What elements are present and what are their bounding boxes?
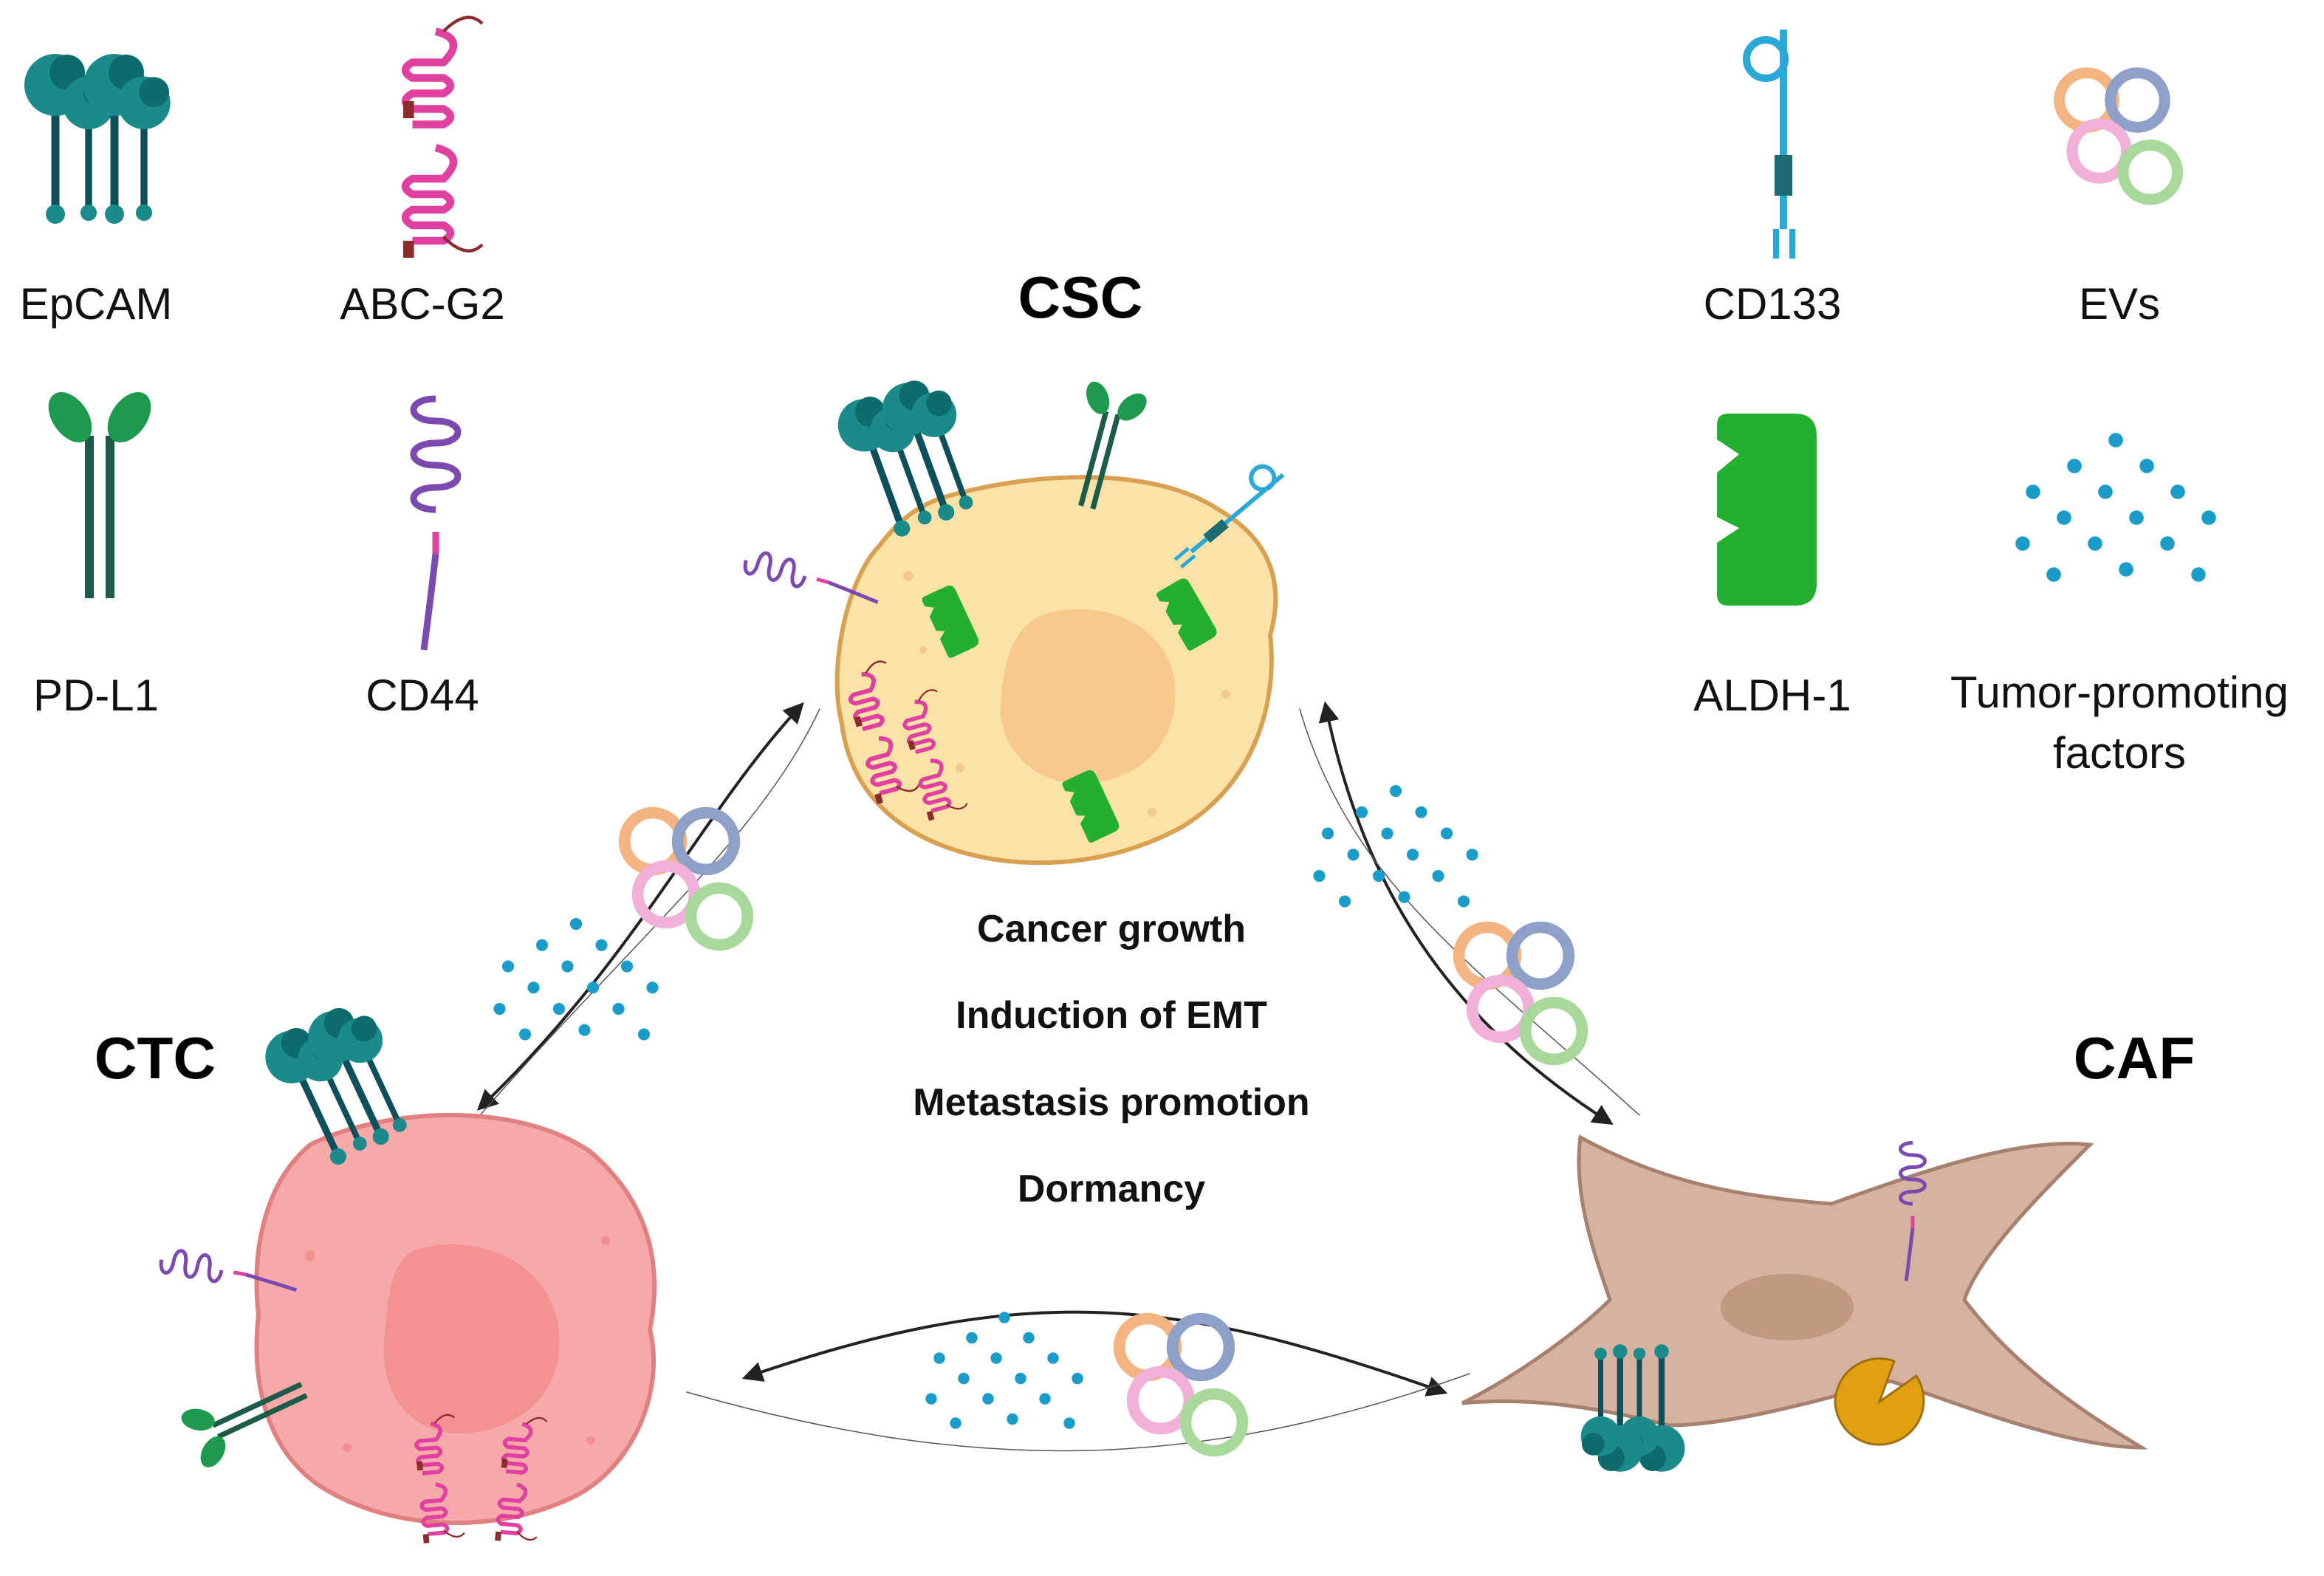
ctc-label: CTC xyxy=(95,1025,216,1091)
legend-tumor-factors: Tumor-promoting factors xyxy=(1950,433,2289,778)
legend-label-evs: EVs xyxy=(2079,279,2160,329)
effects-list: Cancer growth Induction of EMT Metastasi… xyxy=(913,908,1309,1210)
legend-label-aldh1: ALDH-1 xyxy=(1693,671,1851,720)
legend-label-tpf-line2: factors xyxy=(2053,728,2186,778)
legend-label-epcam: EpCAM xyxy=(20,279,173,329)
transit-factors-ctc-caf xyxy=(925,1312,1083,1429)
effect-item: Dormancy xyxy=(1018,1168,1205,1210)
arrow-ctc-caf xyxy=(741,1310,1448,1397)
transit-factors-csc-ctc xyxy=(493,917,659,1041)
legend-label-cd44: CD44 xyxy=(366,671,479,720)
enzyme-icon xyxy=(1834,1357,1925,1446)
pdl1-icon xyxy=(40,384,160,598)
epcam-icon xyxy=(24,54,171,224)
interaction-arrows xyxy=(476,701,1640,1452)
transit-ev-csc-caf xyxy=(1459,928,1583,1060)
effect-item: Metastasis promotion xyxy=(913,1081,1309,1124)
legend-cd133: CD133 xyxy=(1704,30,1842,329)
csc-label: CSC xyxy=(1018,264,1143,330)
aldh1-icon xyxy=(1717,414,1817,606)
tumor-factor-icon xyxy=(2015,433,2216,582)
ctc-cell xyxy=(160,994,657,1544)
legend-epcam: EpCAM xyxy=(20,54,173,329)
cd133-icon xyxy=(1747,30,1792,258)
legend-cd44: CD44 xyxy=(366,399,479,720)
legend-aldh1: ALDH-1 xyxy=(1693,414,1851,720)
legend-label-cd133: CD133 xyxy=(1704,279,1842,329)
effect-item: Induction of EMT xyxy=(956,994,1267,1037)
arrow-csc-ctc xyxy=(476,702,804,1111)
legend-evs: EVs xyxy=(2060,73,2178,329)
caf-cell xyxy=(1461,1134,2149,1472)
legend-label-pdl1: PD-L1 xyxy=(33,671,159,720)
legend-abcg2: ABC-G2 xyxy=(340,18,505,329)
arrow-csc-caf xyxy=(1318,701,1614,1126)
effect-item: Cancer growth xyxy=(977,908,1246,950)
caf-label: CAF xyxy=(2074,1025,2195,1091)
legend-label-tpf-line1: Tumor-promoting xyxy=(1950,668,2289,717)
cd44-icon xyxy=(414,399,458,650)
legend-label-abcg2: ABC-G2 xyxy=(340,279,504,329)
legend-pdl1: PD-L1 xyxy=(33,384,160,720)
csc-cell xyxy=(743,369,1286,866)
abcg2-icon xyxy=(403,18,482,258)
ev-icon xyxy=(2060,73,2178,199)
transit-ev-csc-ctc xyxy=(625,813,748,945)
transit-ev-ctc-caf xyxy=(1120,1319,1243,1451)
